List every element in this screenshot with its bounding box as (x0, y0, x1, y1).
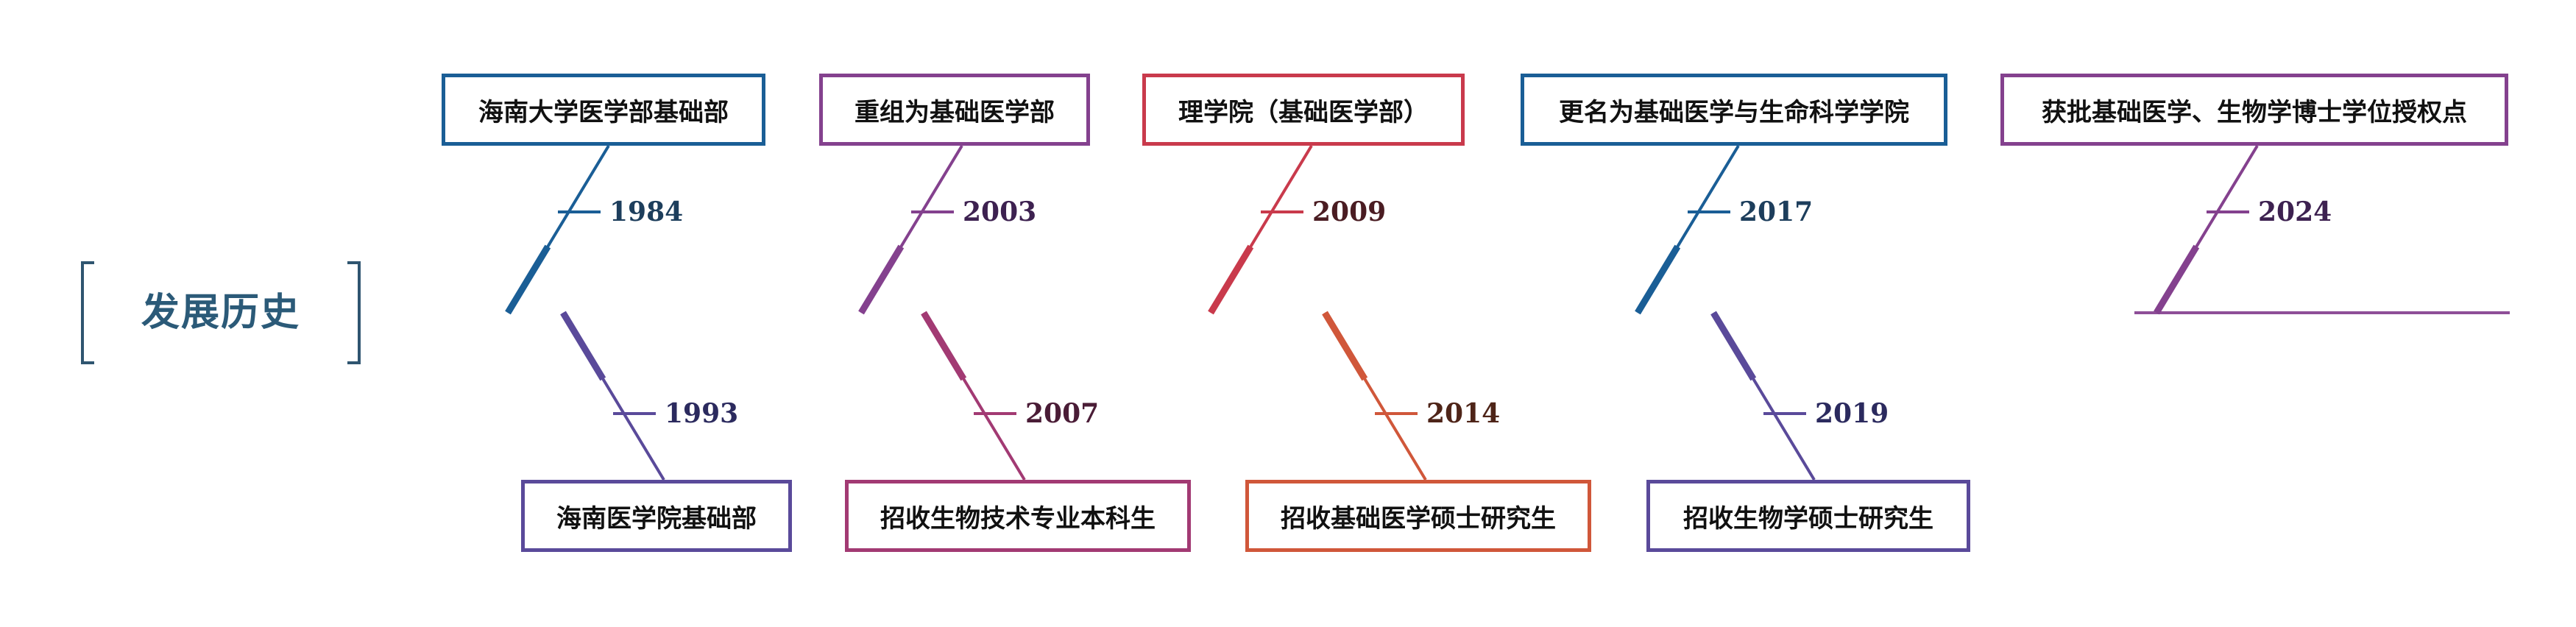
event-year: 2017 (1739, 196, 1814, 227)
event-label: 招收基础医学硕士研究生 (1281, 503, 1556, 534)
event-box: 理学院（基础医学部） (1142, 74, 1465, 146)
event-connector-base (1322, 311, 1368, 381)
event-label: 海南医学院基础部 (556, 503, 757, 534)
event-label: 更名为基础医学与生命科学学院 (1559, 97, 1909, 127)
event-connector-base (1710, 311, 1757, 381)
event-box: 重组为基础医学部 (819, 74, 1090, 146)
event-label: 重组为基础医学部 (854, 97, 1055, 127)
event-year: 2024 (2258, 196, 2332, 227)
event-year: 1984 (609, 196, 684, 227)
event-year: 2009 (1312, 196, 1387, 227)
event-label: 获批基础医学、生物学博士学位授权点 (2042, 97, 2467, 127)
event-box: 招收生物学硕士研究生 (1646, 480, 1970, 552)
event-connector-base (505, 244, 551, 315)
event-connector-base (1635, 244, 1681, 315)
event-box: 招收生物技术专业本科生 (845, 480, 1191, 552)
event-box: 海南大学医学部基础部 (442, 74, 765, 146)
event-box: 海南医学院基础部 (521, 480, 792, 552)
event-year: 2003 (963, 196, 1037, 227)
event-label: 招收生物技术专业本科生 (880, 503, 1156, 534)
event-year: 2007 (1025, 398, 1100, 429)
event-connector-base (921, 311, 967, 381)
event-year: 1993 (665, 398, 739, 429)
event-box: 更名为基础医学与生命科学学院 (1521, 74, 1947, 146)
event-label: 海南大学医学部基础部 (478, 97, 729, 127)
event-year: 2014 (1426, 398, 1501, 429)
event-year: 2019 (1815, 398, 1889, 429)
timeline-title-block: 发展历史 (81, 261, 361, 364)
left-bracket (81, 261, 94, 364)
event-connector-base (2154, 244, 2200, 315)
event-label: 招收生物学硕士研究生 (1683, 503, 1933, 534)
right-bracket (347, 261, 361, 364)
event-connector-base (1208, 244, 1254, 315)
event-box: 招收基础医学硕士研究生 (1245, 480, 1591, 552)
timeline-title: 发展历史 (141, 291, 300, 335)
event-connector-base (858, 244, 905, 315)
event-label: 理学院（基础医学部） (1178, 97, 1429, 127)
event-connector-base (560, 311, 606, 381)
event-box: 获批基础医学、生物学博士学位授权点 (2000, 74, 2508, 146)
